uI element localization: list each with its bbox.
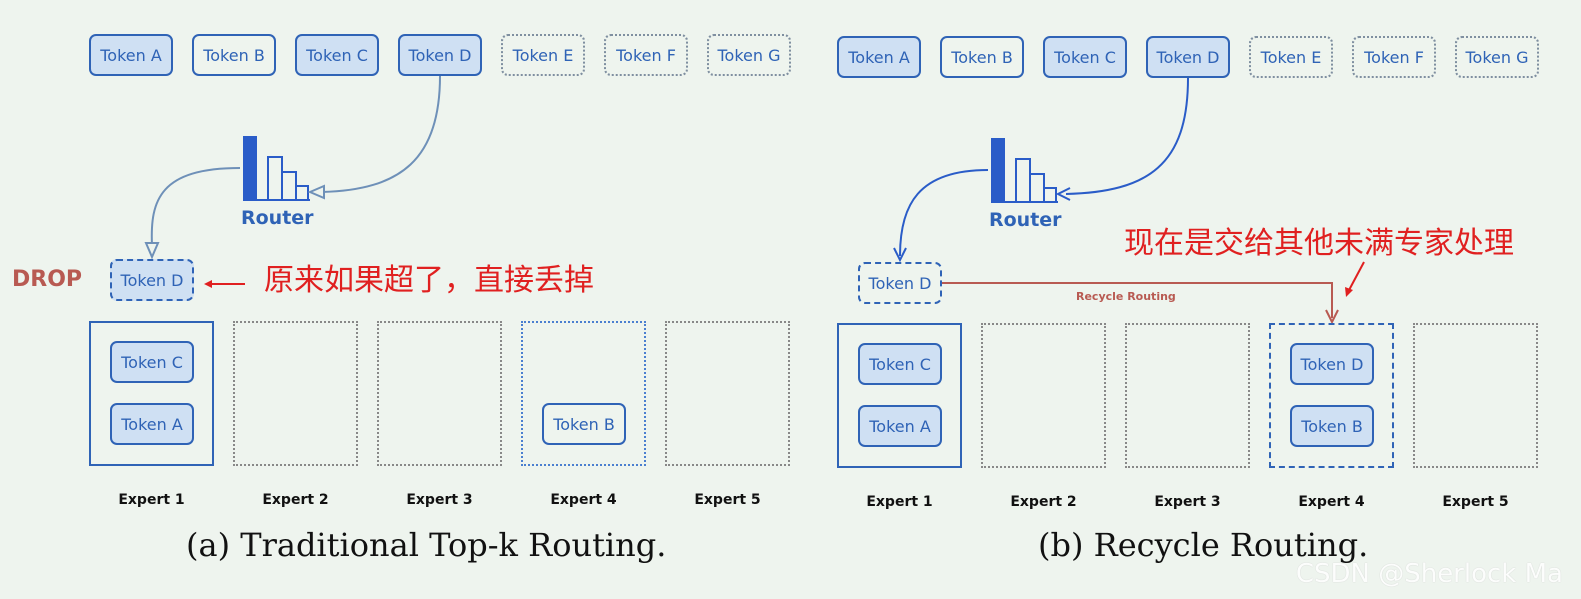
expert-1-token-c: Token C xyxy=(110,341,194,383)
panel-traditional-routing: Token A Token B Token C Token D Token E … xyxy=(0,0,791,599)
recycled-token: Token D xyxy=(858,262,942,304)
token-f: Token F xyxy=(1352,36,1436,78)
expert-4-label: Expert 4 xyxy=(550,492,617,508)
token-b: Token B xyxy=(192,34,276,76)
expert-5-box xyxy=(665,321,790,466)
router-icon xyxy=(991,138,1058,203)
token-e: Token E xyxy=(501,34,585,76)
expert-1-label: Expert 1 xyxy=(118,492,185,508)
router-label: Router xyxy=(241,207,314,229)
drop-label: DROP xyxy=(12,267,83,292)
expert-4-token-b: Token B xyxy=(542,403,626,445)
expert-3-label: Expert 3 xyxy=(406,492,473,508)
expert-5-label: Expert 5 xyxy=(694,492,761,508)
expert-2-label: Expert 2 xyxy=(1010,494,1077,510)
expert-3-box xyxy=(377,321,502,466)
dropped-token: Token D xyxy=(110,259,194,301)
router-label: Router xyxy=(989,209,1062,231)
token-g: Token G xyxy=(1455,36,1539,78)
router-icon xyxy=(243,136,310,201)
expert-4-box xyxy=(521,321,646,466)
panel-b-arrows xyxy=(893,77,1365,325)
expert-1-box xyxy=(89,321,214,466)
expert-2-box xyxy=(233,321,358,466)
token-d: Token D xyxy=(1146,36,1230,78)
expert-1-box xyxy=(837,323,962,468)
expert-4-token-b: Token B xyxy=(1290,405,1374,447)
drop-note: 原来如果超了，直接丢掉 xyxy=(264,263,594,298)
expert-1-label: Expert 1 xyxy=(866,494,933,510)
token-a: Token A xyxy=(837,36,921,78)
expert-4-token-d: Token D xyxy=(1290,343,1374,385)
expert-5-label: Expert 5 xyxy=(1442,494,1509,510)
token-d: Token D xyxy=(398,34,482,76)
token-f: Token F xyxy=(604,34,688,76)
expert-4-box xyxy=(1269,323,1394,468)
expert-1-token-c: Token C xyxy=(858,343,942,385)
expert-5-box xyxy=(1413,323,1538,468)
caption-a: (a) Traditional Top-k Routing. xyxy=(186,526,667,564)
token-b: Token B xyxy=(940,36,1024,78)
recycle-note: 现在是交给其他未满专家处理 xyxy=(1124,226,1514,261)
watermark: CSDN @Sherlock Ma xyxy=(1295,559,1563,589)
token-a: Token A xyxy=(89,34,173,76)
expert-3-box xyxy=(1125,323,1250,468)
expert-2-label: Expert 2 xyxy=(262,492,329,508)
expert-1-token-a: Token A xyxy=(110,403,194,445)
expert-2-box xyxy=(981,323,1106,468)
token-c: Token C xyxy=(295,34,379,76)
token-e: Token E xyxy=(1249,36,1333,78)
expert-3-label: Expert 3 xyxy=(1154,494,1221,510)
expert-4-label: Expert 4 xyxy=(1298,494,1365,510)
token-g: Token G xyxy=(707,34,791,76)
token-c: Token C xyxy=(1043,36,1127,78)
caption-b: (b) Recycle Routing. xyxy=(1038,526,1369,564)
recycle-routing-label: Recycle Routing xyxy=(1076,290,1176,303)
expert-1-token-a: Token A xyxy=(858,405,942,447)
panel-recycle-routing: Token A Token B Token C Token D Token E … xyxy=(748,0,1539,599)
